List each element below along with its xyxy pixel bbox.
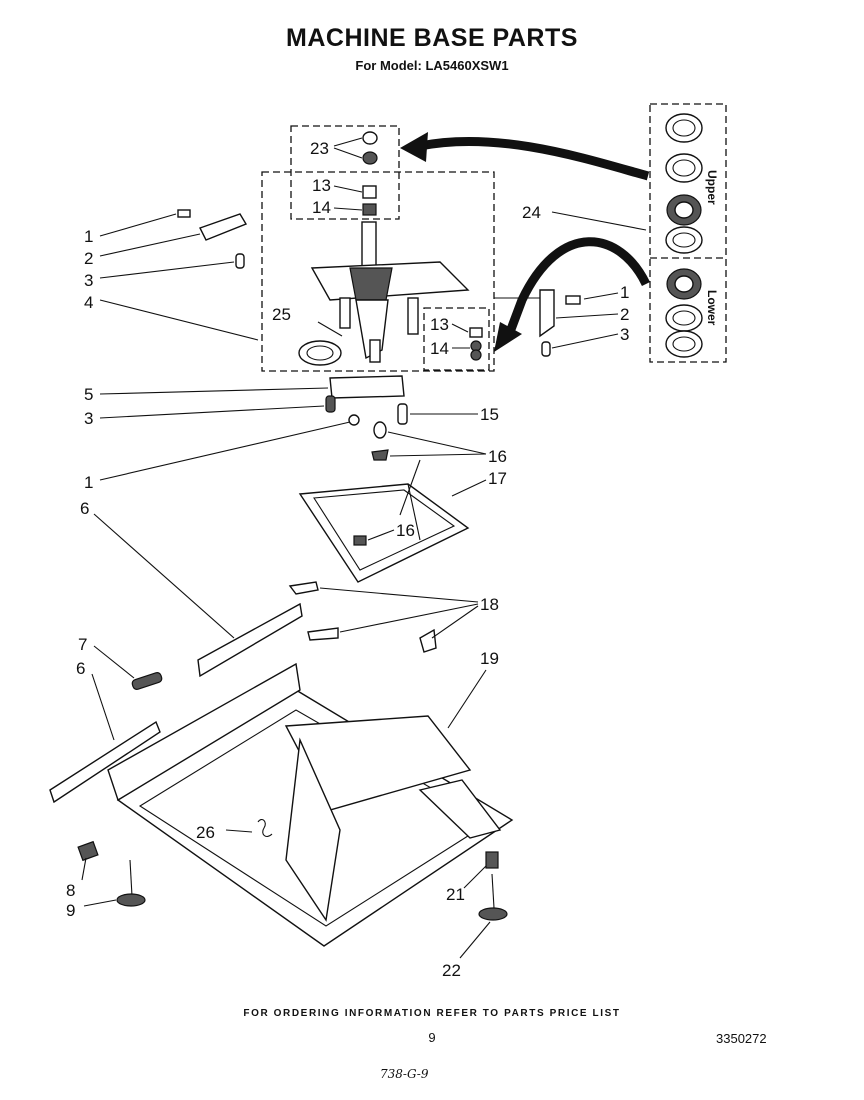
dashed-box-13-14-lower: [423, 307, 490, 371]
dashed-box-transmission: [261, 171, 495, 372]
handwritten-note: 738-G-9: [380, 1067, 429, 1081]
callout-1-left: 1: [84, 227, 93, 246]
part-3-spring-left: [235, 253, 245, 269]
dashed-box-bearings: [649, 103, 727, 363]
callout-14-lower: 14: [430, 339, 449, 358]
callout-4: 4: [84, 293, 93, 312]
model-subtitle: For Model: LA5460XSW1: [355, 58, 509, 73]
lower-arrow: [505, 237, 651, 334]
callout-26: 26: [196, 823, 215, 842]
callout-13-upper: 13: [312, 176, 331, 195]
callout-13-lower: 13: [430, 315, 449, 334]
part-17-frame: [298, 459, 470, 583]
part-5-strap: [329, 375, 405, 399]
callout-5: 5: [84, 385, 93, 404]
part-14-top: [362, 203, 377, 216]
part-6-rail-upper: [197, 602, 303, 678]
part-16-c: [353, 535, 367, 546]
part-18-b: [307, 627, 339, 641]
callout-1-mid: 1: [84, 473, 93, 492]
callout-3-mid: 3: [84, 409, 93, 428]
upper-bearings: [665, 113, 703, 254]
part-2-bracket-left: [199, 213, 248, 241]
part-13-top: [362, 185, 377, 199]
part-15-spring: [397, 403, 408, 425]
transmission: [310, 221, 470, 363]
callout-18: 18: [480, 595, 499, 614]
lower-arrow-head: [494, 322, 522, 352]
part-22-leg: [478, 907, 508, 921]
callout-2-left: 2: [84, 249, 93, 268]
part-18-c: [419, 628, 437, 653]
part-3-spring-mid: [325, 395, 336, 413]
part-7-clip: [131, 672, 163, 690]
callout-15: 15: [480, 405, 499, 424]
part-16-b: [371, 449, 389, 461]
leader-lines: [81, 137, 647, 959]
callout-9: 9: [66, 901, 75, 920]
part-19-base: [107, 662, 514, 947]
callout-3-left: 3: [84, 271, 93, 290]
callout-2-right: 2: [620, 305, 629, 324]
part-23-a: [362, 131, 378, 145]
callout-23: 23: [310, 139, 329, 158]
page-number: 9: [428, 1030, 436, 1045]
callout-1-right: 1: [620, 283, 629, 302]
part-13-lower: [469, 327, 483, 338]
part-21-bushing: [485, 851, 499, 869]
part-25-seal: [298, 340, 342, 366]
part-3-spring-right: [541, 341, 551, 357]
upper-bearings-label: Upper: [705, 170, 719, 205]
callout-8: 8: [66, 881, 75, 900]
part-23-b: [362, 151, 378, 165]
callout-24: 24: [522, 203, 541, 222]
part-9-leg: [116, 893, 146, 907]
part-1-bolt-mid: [348, 414, 360, 426]
upper-arrow-head: [400, 132, 428, 162]
callout-22: 22: [442, 961, 461, 980]
callout-16-lower: 16: [396, 521, 415, 540]
document-number: 3350272: [716, 1031, 767, 1046]
part-1-bolt-right: [565, 295, 581, 305]
part-6-rail-lower: [49, 720, 161, 804]
callout-19: 19: [480, 649, 499, 668]
page-title: MACHINE BASE PARTS: [286, 24, 578, 52]
callout-17: 17: [488, 469, 507, 488]
callout-14-upper: 14: [312, 198, 331, 217]
callout-25: 25: [272, 305, 291, 324]
part-1-bolt-top-left: [177, 209, 191, 218]
callout-6-upper: 6: [80, 499, 89, 518]
callout-6-lower: 6: [76, 659, 85, 678]
callout-3-right: 3: [620, 325, 629, 344]
callout-21: 21: [446, 885, 465, 904]
callout-7: 7: [78, 635, 87, 654]
part-16-a: [373, 421, 387, 439]
part-8-pad: [77, 840, 99, 862]
lower-bearings-label: Lower: [705, 290, 719, 326]
upper-arrow: [419, 136, 650, 181]
part-26-spring: [257, 819, 273, 837]
lower-bearings: [665, 268, 703, 358]
part-2-bracket-right: [539, 289, 555, 338]
callout-16-upper: 16: [488, 447, 507, 466]
part-18-a: [288, 581, 319, 595]
ordering-note: FOR ORDERING INFORMATION REFER TO PARTS …: [243, 1008, 621, 1019]
